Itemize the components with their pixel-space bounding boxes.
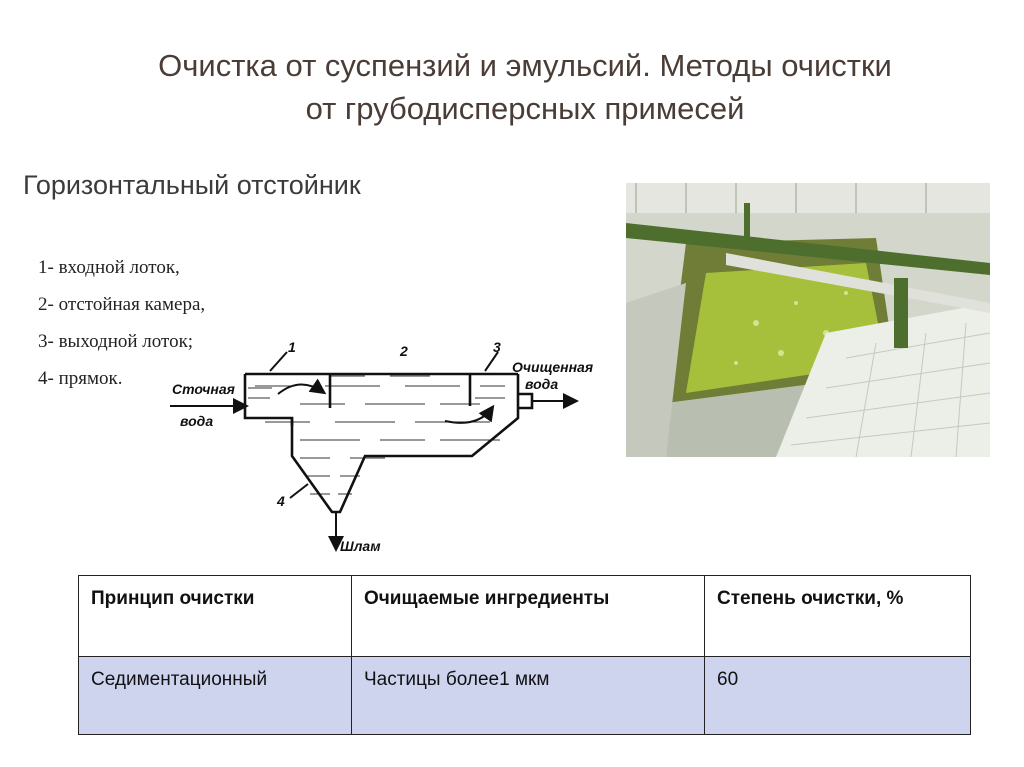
slide-title: Очистка от суспензий и эмульсий. Методы … (60, 44, 990, 130)
header-cell: Принцип очистки (79, 576, 351, 610)
title-line-2: от грубодисперсных примесей (306, 91, 745, 126)
marker-3: 3 (493, 339, 501, 355)
table-cell: Частицы более1 мкм (352, 657, 704, 691)
title-line-1: Очистка от суспензий и эмульсий. Методы … (158, 48, 892, 83)
outlet-label-line1: Очищенная (512, 359, 593, 375)
subtitle: Горизонтальный отстойник (23, 170, 361, 201)
tank-outline (245, 374, 532, 512)
outlet-label-line2: вода (525, 376, 558, 392)
inlet-label-line1: Сточная (172, 381, 235, 397)
water-hatching (248, 376, 505, 494)
header-cell: Очищаемые ингредиенты (352, 576, 704, 610)
inlet-label-line2: вода (180, 413, 213, 429)
sludge-label: Шлам (340, 538, 381, 554)
settler-scheme: Сточная вода Очищенная вода Шлам 1 2 3 4 (160, 326, 620, 566)
legend-item: 1- входной лоток, (38, 254, 205, 291)
legend-item: 2- отстойная камера, (38, 291, 205, 328)
table-header-row: Принцип очистки Очищаемые ингредиенты Ст… (79, 576, 971, 657)
settler-photo (626, 183, 990, 457)
header-cell: Степень очистки, % (705, 576, 970, 610)
table-row: Седиментационный Частицы более1 мкм 60 (79, 657, 971, 735)
method-table: Принцип очистки Очищаемые ингредиенты Ст… (78, 575, 971, 735)
table-cell: Седиментационный (79, 657, 351, 691)
marker-2: 2 (399, 343, 408, 359)
marker-1: 1 (288, 339, 296, 355)
table-cell: 60 (705, 657, 970, 691)
marker-4: 4 (276, 493, 285, 509)
